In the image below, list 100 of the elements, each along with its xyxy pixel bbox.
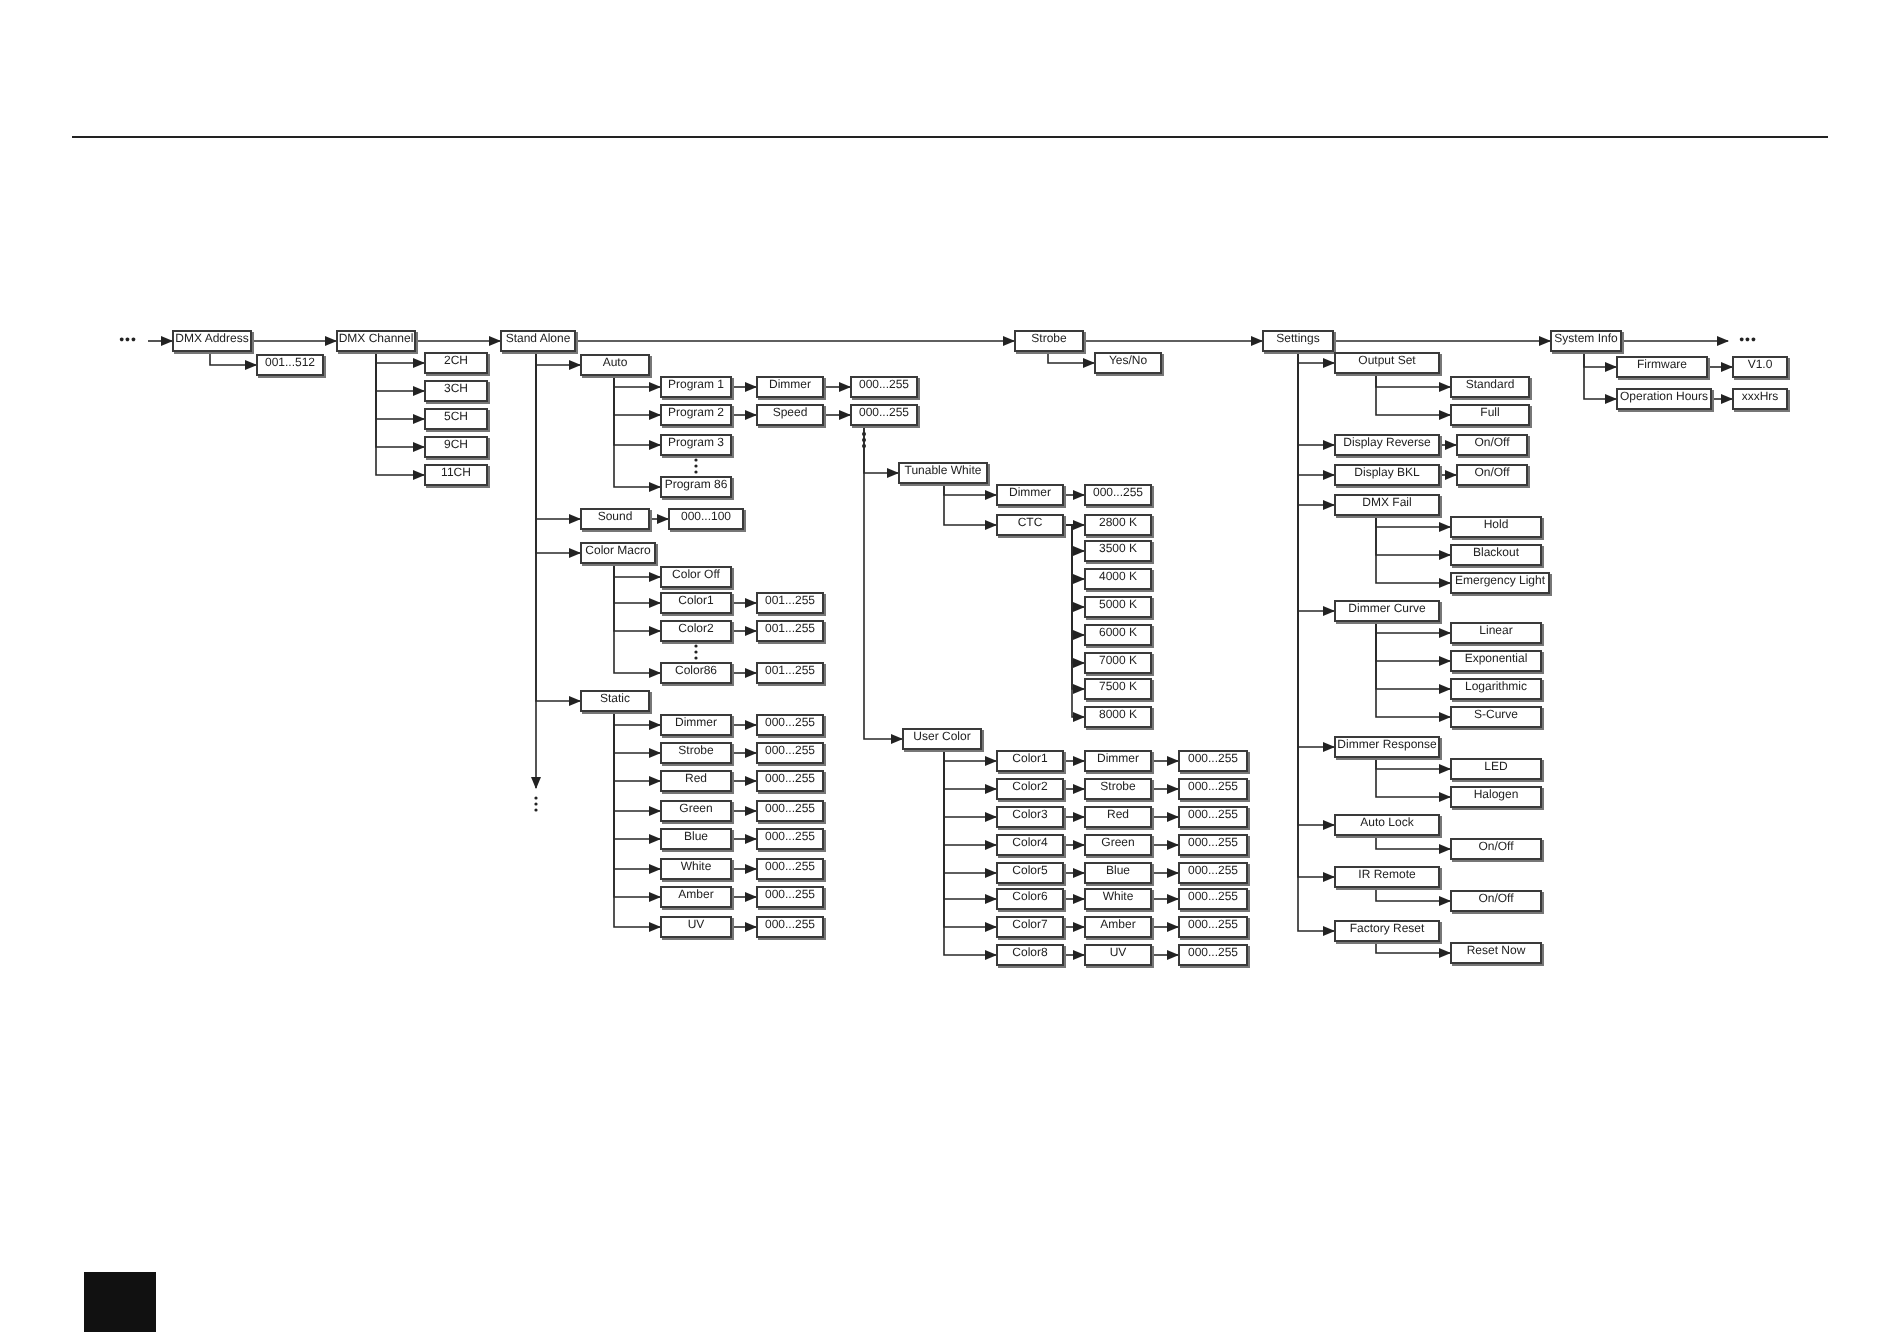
menu-box xyxy=(1178,750,1248,772)
menu-box xyxy=(756,662,824,684)
arrow xyxy=(731,776,757,786)
menu-box xyxy=(996,888,1064,910)
arrow xyxy=(1375,373,1451,420)
menu-box xyxy=(1450,758,1542,780)
arrow xyxy=(1151,894,1179,904)
menu-box xyxy=(1178,834,1248,856)
menu-box xyxy=(996,778,1064,800)
menu-box xyxy=(1334,352,1440,374)
menu-box xyxy=(1084,916,1152,938)
menu-box xyxy=(1450,706,1542,728)
arrow xyxy=(731,892,757,902)
menu-box xyxy=(1732,388,1788,410)
menu-box xyxy=(1450,622,1542,644)
menu-box xyxy=(660,434,732,456)
menu-box xyxy=(996,750,1064,772)
menu-box xyxy=(660,620,732,642)
menu-box xyxy=(1450,516,1542,538)
arrow xyxy=(1083,336,1263,346)
arrow xyxy=(863,425,903,744)
menu-box xyxy=(1084,652,1152,674)
menu-box xyxy=(1178,944,1248,966)
arrow xyxy=(731,922,757,932)
arrow xyxy=(1439,470,1457,480)
arrow xyxy=(1047,351,1095,368)
menu-box xyxy=(424,408,488,430)
menu-box xyxy=(756,858,824,880)
menu-box xyxy=(1334,494,1440,516)
arrow xyxy=(1375,515,1451,588)
menu-box xyxy=(660,376,732,398)
menu-box xyxy=(580,354,650,376)
menu-box xyxy=(1178,862,1248,884)
menu-box xyxy=(996,862,1064,884)
menu-box xyxy=(1262,330,1334,352)
menu-box xyxy=(1456,464,1528,486)
arrow xyxy=(731,598,757,608)
menu-box xyxy=(1084,944,1152,966)
arrow xyxy=(1375,757,1451,802)
menu-box xyxy=(580,690,650,712)
menu-box xyxy=(424,436,488,458)
menu-box xyxy=(1450,404,1530,426)
arrow xyxy=(1375,941,1451,958)
arrow xyxy=(209,351,257,370)
menu-box xyxy=(1334,920,1440,942)
menu-box xyxy=(1084,862,1152,884)
menu-box xyxy=(1178,916,1248,938)
menu-box xyxy=(1450,544,1542,566)
menu-box xyxy=(996,484,1064,506)
menu-box xyxy=(660,404,732,426)
arrow xyxy=(1621,336,1729,346)
arrow xyxy=(1151,868,1179,878)
menu-box xyxy=(1084,678,1152,700)
menu-box xyxy=(1616,356,1708,378)
menu-box xyxy=(1456,434,1528,456)
menu-box xyxy=(660,592,732,614)
menu-box xyxy=(500,330,576,352)
arrow xyxy=(1063,756,1085,766)
menu-box xyxy=(1334,600,1440,622)
menu-box xyxy=(850,376,918,398)
menu-box xyxy=(660,742,732,764)
menu-box xyxy=(1084,778,1152,800)
arrow xyxy=(731,748,757,758)
arrow xyxy=(731,720,757,730)
menu-box xyxy=(898,462,988,484)
menu-box xyxy=(660,828,732,850)
arrow xyxy=(1063,922,1085,932)
menu-box xyxy=(1094,352,1162,374)
menu-box xyxy=(756,770,824,792)
arrow xyxy=(613,563,661,678)
arrow xyxy=(943,483,997,530)
menu-box xyxy=(1334,464,1440,486)
menu-box xyxy=(1178,806,1248,828)
menu-box xyxy=(660,662,732,684)
arrow xyxy=(1151,950,1179,960)
arrow xyxy=(1063,894,1085,904)
arrow xyxy=(1151,922,1179,932)
menu-box xyxy=(996,514,1064,536)
arrow xyxy=(1063,868,1085,878)
menu-box xyxy=(660,566,732,588)
menu-box xyxy=(1084,888,1152,910)
arrow xyxy=(823,410,851,420)
menu-box xyxy=(1084,596,1152,618)
arrow xyxy=(251,336,337,346)
menu-box xyxy=(1014,330,1084,352)
menu-box xyxy=(1084,514,1152,536)
arrow xyxy=(1063,490,1085,500)
menu-box xyxy=(756,916,824,938)
arrow xyxy=(731,382,757,392)
arrow xyxy=(613,375,661,492)
menu-box xyxy=(756,714,824,736)
arrow xyxy=(731,410,757,420)
arrow xyxy=(1375,835,1451,854)
menu-box xyxy=(756,800,824,822)
menu-box xyxy=(1084,540,1152,562)
arrow xyxy=(1375,621,1451,722)
menu-box xyxy=(1178,888,1248,910)
menu-box xyxy=(996,944,1064,966)
menu-box xyxy=(1334,434,1440,456)
arrow xyxy=(1151,812,1179,822)
